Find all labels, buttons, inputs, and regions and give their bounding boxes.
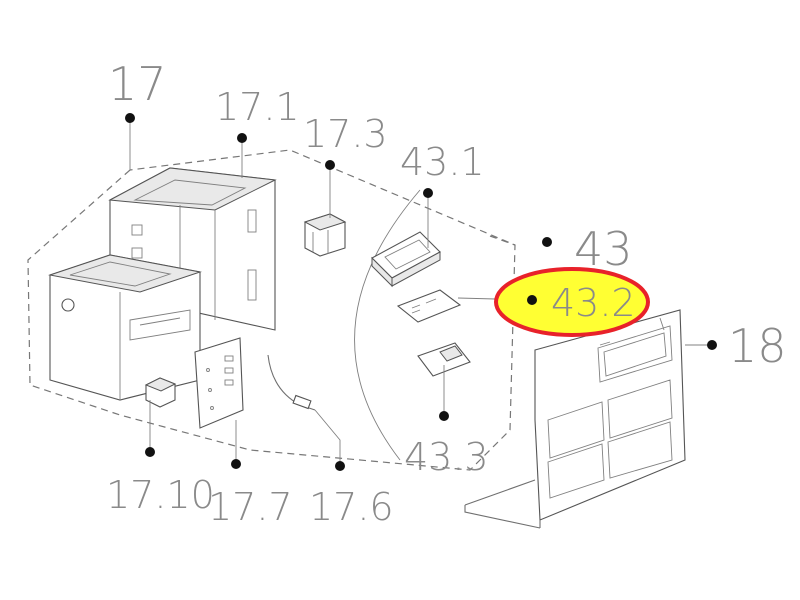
connector-part-17-3 — [303, 213, 347, 257]
label-17-6: 17.6 — [309, 485, 394, 529]
label-43-2: 43.2 — [551, 281, 636, 325]
highlight-ellipse — [494, 267, 650, 337]
dot-43 — [542, 237, 552, 247]
dot-43-3 — [439, 411, 449, 421]
label-43: 43 — [574, 222, 633, 276]
display-part-43-1 — [371, 231, 441, 288]
board-part-43-2 — [396, 289, 462, 323]
label-17-7: 17.7 — [208, 485, 293, 529]
board-part-17-7 — [194, 337, 244, 429]
panel-part-18 — [464, 309, 686, 529]
dot-43-1 — [423, 188, 433, 198]
dot-18 — [707, 340, 717, 350]
callout-dots — [125, 113, 717, 471]
housing-part-17 — [48, 167, 277, 401]
dot-17-3 — [325, 160, 335, 170]
dot-17-1 — [237, 133, 247, 143]
dot-17-6 — [335, 461, 345, 471]
label-43-1: 43.1 — [400, 140, 485, 184]
label-18: 18 — [728, 319, 787, 373]
dot-43-2 — [527, 295, 537, 305]
label-17: 17 — [108, 57, 167, 111]
relay-part-17-10 — [144, 377, 177, 408]
sub-assembly-arc — [354, 189, 421, 461]
label-17-1: 17.1 — [215, 85, 300, 129]
dot-17-10 — [145, 447, 155, 457]
dot-17-7 — [231, 459, 241, 469]
keypad-part-43-3 — [417, 342, 471, 377]
label-17-10: 17.10 — [106, 473, 215, 517]
sensor-cable-part-17-6 — [267, 354, 316, 411]
assembly-boundary — [27, 149, 516, 471]
label-43-3: 43.3 — [404, 435, 489, 479]
callout-labels: 17 17.1 17.3 43.1 43 43.2 18 43.3 17.10 … — [106, 57, 787, 529]
label-17-3: 17.3 — [303, 112, 388, 156]
dot-17 — [125, 113, 135, 123]
